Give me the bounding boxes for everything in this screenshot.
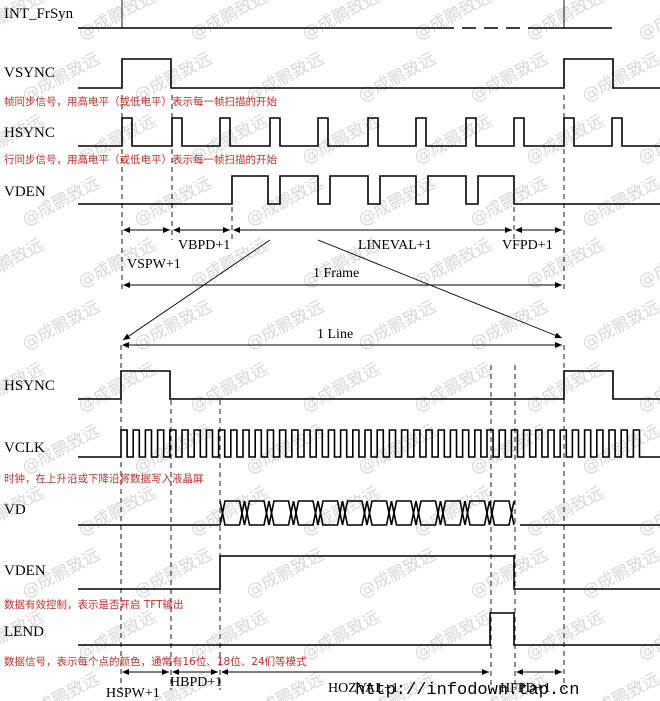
watermark-tile: @成鹏致远: [299, 607, 383, 665]
watermark-tile: @成鹏致远: [355, 49, 439, 107]
note-vsync: 帧同步信号，用高电平（或低电平）表示每一帧扫描的开始: [4, 95, 277, 108]
watermark-tile: @成鹏致远: [579, 545, 660, 603]
label-vden-bottom: VDEN: [4, 563, 46, 579]
watermark-tile: @成鹏致远: [299, 359, 383, 417]
watermark-tile: @成鹏致远: [75, 359, 159, 417]
label-frame: 1 Frame: [313, 266, 359, 281]
label-int-frsyn: INT_FrSyn: [4, 6, 74, 22]
label-lineval: LINEVAL+1: [358, 238, 432, 253]
watermark-tile: @成鹏致远: [411, 359, 495, 417]
label-hbpd: HBPD+1: [170, 675, 222, 690]
note-lend: 数据信号，表示每个点的颜色，通常有16位、18位、24们等模式: [4, 655, 307, 668]
label-hsync-top: HSYNC: [4, 125, 55, 141]
vden-bottom-wave: [78, 555, 660, 590]
watermark-tile: @成鹏致远: [75, 483, 159, 541]
watermark-tile: @成鹏致远: [187, 359, 271, 417]
label-vden-top: VDEN: [4, 184, 46, 200]
label-hfpd: HFPD+1: [500, 681, 551, 696]
watermark-tile: @成鹏致远: [635, 111, 660, 169]
watermark-tile: @成鹏致远: [299, 111, 383, 169]
watermark-tile: @成鹏致远: [187, 0, 271, 44]
vden-top-wave: [78, 175, 660, 205]
label-lend: LEND: [4, 624, 44, 640]
watermark-tile: @成鹏致远: [523, 483, 607, 541]
watermark-tile: @成鹏致远: [355, 545, 439, 603]
watermark-tile: @成鹏致远: [299, 0, 383, 44]
watermark-tile: @成鹏致远: [635, 0, 660, 44]
watermark-tile: @成鹏致远: [635, 359, 660, 417]
watermark-tile: @成鹏致远: [243, 297, 327, 355]
vclk-wave: [78, 429, 660, 458]
vsync-wave: [78, 58, 660, 89]
guide-lines-bottom: [120, 345, 565, 690]
label-vsync: VSYNC: [4, 65, 55, 81]
watermark-tile: @成鹏致远: [19, 669, 103, 701]
watermark-tile: @成鹏致远: [411, 0, 495, 44]
note-vclk: 时钟，在上升沿或下降沿将数据写入液晶屏: [4, 472, 204, 485]
label-vd: VD: [4, 502, 26, 518]
watermark-tile: @成鹏致远: [131, 173, 215, 231]
label-hsync-bottom: HSYNC: [4, 378, 55, 394]
watermark-tile: @成鹏致远: [0, 235, 47, 293]
watermark-tile: @成鹏致远: [467, 545, 551, 603]
label-line: 1 Line: [317, 327, 353, 342]
watermark-tile: @成鹏致远: [75, 0, 159, 44]
watermark-tile: @成鹏致远: [411, 111, 495, 169]
watermark-tile: @成鹏致远: [299, 483, 383, 541]
label-vbpd: VBPD+1: [178, 238, 230, 253]
watermark-tile: @成鹏致远: [579, 297, 660, 355]
watermark-tile: @成鹏致远: [243, 173, 327, 231]
watermark-tile: @成鹏致远: [635, 483, 660, 541]
watermark-tile: @成鹏致远: [579, 49, 660, 107]
watermark-tile: @成鹏致远: [467, 297, 551, 355]
watermark-tile: @成鹏致远: [579, 173, 660, 231]
label-hozval: HOZVAL+1: [328, 681, 399, 696]
hsync-bottom-wave: [78, 370, 660, 400]
watermark-tile: @成鹏致远: [579, 669, 660, 701]
watermark-tile: @成鹏致远: [411, 607, 495, 665]
watermark-tile: @成鹏致远: [467, 173, 551, 231]
label-vspw: VSPW+1: [127, 257, 181, 272]
vd-wave: [78, 500, 660, 526]
watermark-tile: @成鹏致远: [187, 483, 271, 541]
label-vclk: VCLK: [4, 440, 45, 456]
watermark-tile: @成鹏致远: [19, 173, 103, 231]
watermark-tile: @成鹏致远: [243, 669, 327, 701]
watermark-tile: @成鹏致远: [411, 483, 495, 541]
watermark-tile: @成鹏致远: [523, 0, 607, 44]
note-vden: 数据有效控制，表示是否开启 TFT输出: [4, 598, 184, 611]
watermark-tile: @成鹏致远: [131, 545, 215, 603]
watermark-tile: @成鹏致远: [635, 607, 660, 665]
watermark-tile: @成鹏致远: [635, 235, 660, 293]
int-frsyn-wave: [78, 0, 612, 29]
watermark-tile: @成鹏致远: [467, 49, 551, 107]
watermark-tile: @成鹏致远: [19, 297, 103, 355]
note-hsync: 行同步信号，用高电平（或低电平）表示每一帧扫描的开始: [4, 153, 277, 166]
measure-arrows: [122, 227, 563, 675]
watermark-url: http://infodown.tap.cn: [355, 681, 579, 700]
lend-wave: [78, 612, 660, 646]
watermark-tile: @成鹏致远: [355, 297, 439, 355]
watermark-tile: @成鹏致远: [523, 111, 607, 169]
label-hspw: HSPW+1: [106, 686, 160, 701]
watermark-tile: @成鹏致远: [523, 359, 607, 417]
watermark-tile: @成鹏致远: [523, 607, 607, 665]
label-vfpd: VFPD+1: [502, 238, 553, 253]
hsync-top-wave: [78, 117, 660, 147]
watermark-tile: @成鹏致远: [243, 545, 327, 603]
